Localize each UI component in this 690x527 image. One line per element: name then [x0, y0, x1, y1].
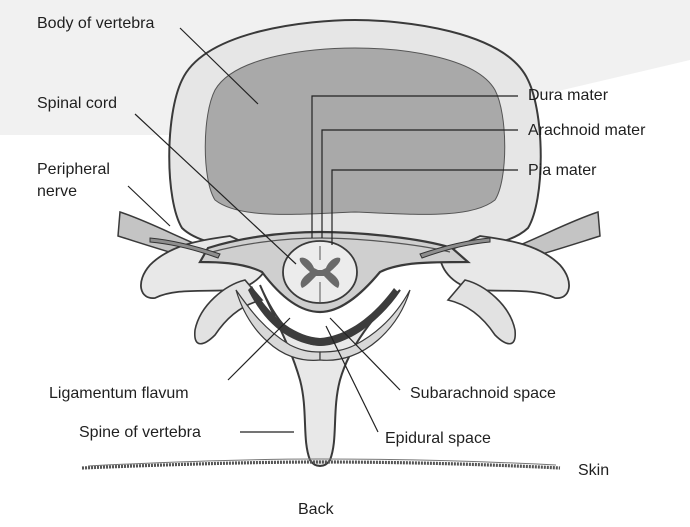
- label-spine-of-vertebra: Spine of vertebra: [79, 423, 201, 442]
- label-peripheral-nerve-line2: nerve: [37, 182, 77, 201]
- label-pia-mater: Pia mater: [528, 161, 596, 180]
- label-back: Back: [298, 500, 334, 519]
- label-body-of-vertebra: Body of vertebra: [37, 14, 154, 33]
- label-ligamentum-flavum: Ligamentum flavum: [49, 384, 189, 403]
- label-epidural-space: Epidural space: [385, 429, 491, 448]
- label-skin: Skin: [578, 461, 609, 480]
- label-peripheral-nerve-line1: Peripheral: [37, 160, 110, 179]
- label-spinal-cord: Spinal cord: [37, 94, 117, 113]
- label-subarachnoid-space: Subarachnoid space: [410, 384, 556, 403]
- vertebral-body-inner: [205, 48, 505, 214]
- label-arachnoid-mater: Arachnoid mater: [528, 121, 645, 140]
- label-dura-mater: Dura mater: [528, 86, 608, 105]
